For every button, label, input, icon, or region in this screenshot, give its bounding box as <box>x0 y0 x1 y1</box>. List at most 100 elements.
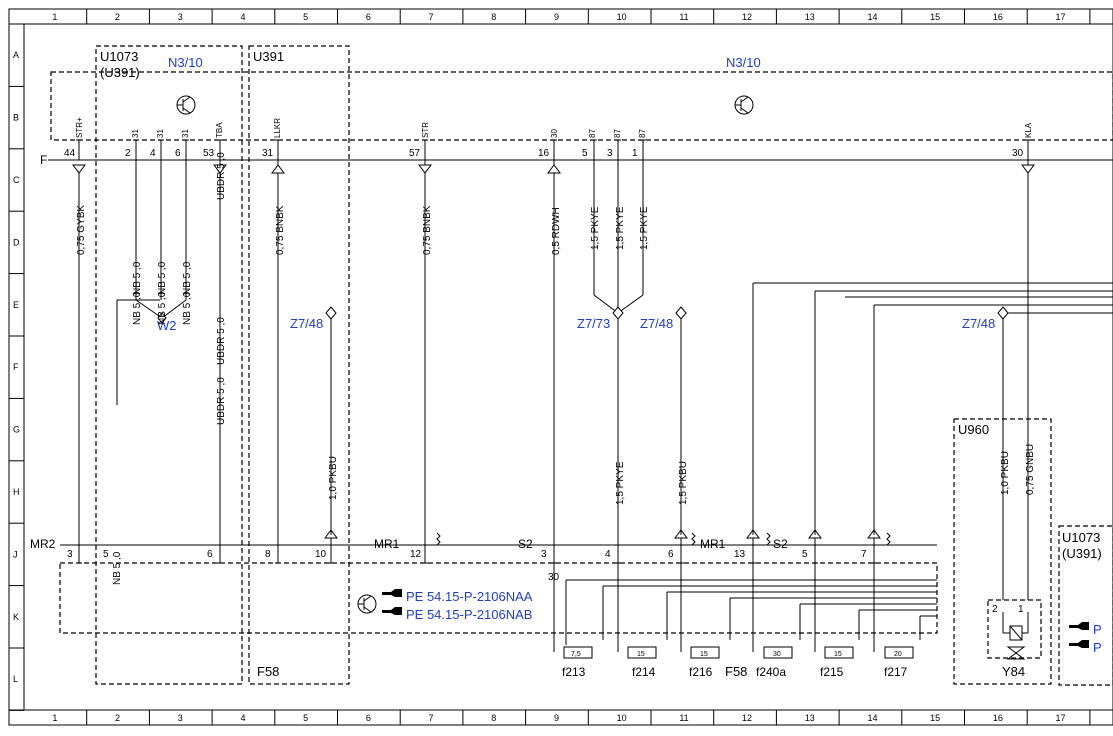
pin-number: 6 <box>668 549 674 560</box>
connector-z748: Z7/48 <box>640 316 673 331</box>
grid-column-label: 6 <box>366 12 371 22</box>
u1073-right-box <box>1058 525 1113 686</box>
wire-label: 0,75 GYBK <box>76 205 87 255</box>
pin-number: 30 <box>1012 148 1024 159</box>
grid-column-label: 15 <box>930 713 940 723</box>
grid-column-label: 17 <box>1056 713 1066 723</box>
fuse-rating: 15 <box>637 651 645 658</box>
transistor-icon <box>734 95 754 115</box>
grid-column-label: 9 <box>554 12 559 22</box>
reference-text: PE 54.15-P-2106NAA <box>406 589 533 604</box>
n3-10-main-label: N3/10 <box>726 55 761 70</box>
reference-link[interactable]: PE 54.15-P-2106NAA <box>382 589 533 604</box>
u960-label: U960 <box>958 422 989 437</box>
pin-number: 4 <box>150 148 156 159</box>
pin-signal-label: 30 <box>550 129 559 138</box>
connector-z773: Z7/73 <box>577 316 610 331</box>
reference-link[interactable]: P <box>1069 622 1102 637</box>
f58-fuse-label: F58 <box>725 664 747 679</box>
vertical-wires <box>78 160 1113 600</box>
grid-column-label: 4 <box>240 12 245 22</box>
u1073-right-label: U1073 <box>1062 530 1100 545</box>
grid-column-label: 7 <box>429 12 434 22</box>
grid-column-label: 2 <box>115 713 120 723</box>
top-pin-stubs <box>76 139 1031 175</box>
pin-number: 2 <box>992 604 998 615</box>
wire-label: UBDR 5 ,0 <box>216 377 227 425</box>
fuse-name: f217 <box>884 665 908 679</box>
row-ticks <box>9 85 24 711</box>
grid-column-label: 1 <box>52 12 57 22</box>
pin-signal-label: 31 <box>181 129 190 138</box>
y84-box <box>987 599 1042 659</box>
wire-label: NB 5 ,0 <box>157 291 168 325</box>
grid-column-label: 9 <box>554 713 559 723</box>
pin-number: 10 <box>315 549 327 560</box>
reference-link[interactable]: P <box>1069 640 1102 655</box>
pin-number: 1 <box>632 148 638 159</box>
grid-column-label: 3 <box>178 713 183 723</box>
grid-column-label: 7 <box>429 713 434 723</box>
grid-column-label: 10 <box>617 12 627 22</box>
transistor-icon <box>176 95 196 115</box>
grid-column-label: 17 <box>1056 12 1066 22</box>
u391-right-label: (U391) <box>1062 546 1102 561</box>
grid-column-label: 1 <box>52 713 57 723</box>
pin-number: 3 <box>607 148 613 159</box>
wire-label: NB 5 ,0 <box>182 261 193 295</box>
grid-row-label: L <box>13 674 18 684</box>
pin-signal-label: 31 <box>131 129 140 138</box>
reference-text: P <box>1093 622 1102 637</box>
pin-number: 4 <box>605 549 611 560</box>
pin-number: 3 <box>67 549 73 560</box>
pin-signal-label: KLA <box>1024 122 1033 138</box>
pin-number: 57 <box>409 148 421 159</box>
column-ticks <box>86 9 1091 725</box>
grid-row-label: K <box>13 612 19 622</box>
wire-label: NB 5 ,0 <box>132 261 143 295</box>
fuse-rating: 15 <box>834 651 842 658</box>
pin-signal-label: 87 <box>588 129 597 138</box>
grid-row-label: B <box>13 113 19 123</box>
pin-number: 6 <box>207 549 213 560</box>
connector-z748: Z7/48 <box>290 316 323 331</box>
grid-column-label: 8 <box>491 713 496 723</box>
wire-label: 1,5 PKYE <box>639 206 650 250</box>
u391-box <box>248 45 350 685</box>
wire-label: 0,75 BNBK <box>422 205 433 255</box>
wire-label: NB 5 ,0 <box>182 291 193 325</box>
pin-number: 44 <box>64 148 76 159</box>
wire-label: 0,5 RDWH <box>551 207 562 255</box>
grid-column-label: 16 <box>993 12 1003 22</box>
wire-label: UBDR 5 ,0 <box>216 152 227 200</box>
wire-label: 1,0 PKBU <box>1000 451 1011 495</box>
grid-row-label: F <box>13 362 19 372</box>
pin-number: 8 <box>265 549 271 560</box>
reference-link[interactable]: PE 54.15-P-2106NAB <box>382 607 532 622</box>
pin-number: 53 <box>203 148 215 159</box>
pin-number: 2 <box>125 148 131 159</box>
grid-column-label: 14 <box>867 12 877 22</box>
fuse-name: f213 <box>562 665 586 679</box>
fuse-rating: 15 <box>700 651 708 658</box>
wire-label: 0,75 BNBK <box>275 205 286 255</box>
grid-column-label: 12 <box>742 12 752 22</box>
wire-label: 1,5 PKYE <box>615 206 626 250</box>
mr1-label: MR1 <box>374 537 400 551</box>
pin-signal-label: STR <box>421 122 430 138</box>
pin-number: 6 <box>175 148 181 159</box>
wire-label: NB 5 ,0 <box>132 291 143 325</box>
grid-row-label: E <box>13 300 19 310</box>
s2-label: S2 <box>773 537 788 551</box>
pin-signal-label: STR+ <box>75 117 84 138</box>
fuse-name: f214 <box>632 665 656 679</box>
wire-label: 1,5 PKYE <box>615 461 626 505</box>
fuse-rating: 7,5 <box>571 651 581 658</box>
pin-signal-label: LLKR <box>273 118 282 138</box>
n3-10-left-label: N3/10 <box>168 55 203 70</box>
fuse-rating: 30 <box>773 651 781 658</box>
pointing-hand-icon <box>1069 640 1089 648</box>
grid-column-label: 3 <box>178 12 183 22</box>
grid-column-label: 13 <box>805 12 815 22</box>
